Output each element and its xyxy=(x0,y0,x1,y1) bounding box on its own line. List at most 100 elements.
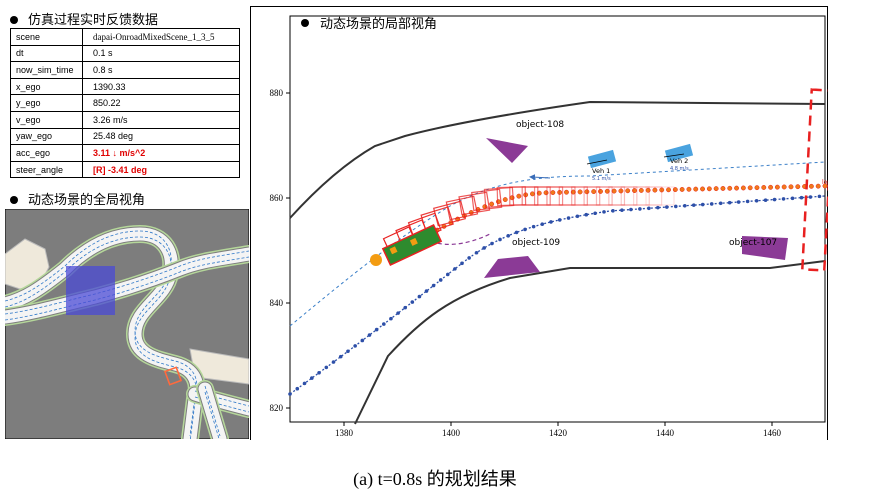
planned-dot xyxy=(713,186,719,192)
path-dot xyxy=(374,327,379,332)
planned-dot xyxy=(740,185,746,191)
global-view-title-text: 动态场景的全局视角 xyxy=(28,193,146,208)
object-107-shape[interactable] xyxy=(742,236,788,260)
path-dot xyxy=(360,338,365,343)
ego-marker xyxy=(163,366,183,386)
vehicle-1-heading xyxy=(586,159,608,165)
planned-dot xyxy=(795,184,801,190)
path-dot xyxy=(647,206,651,211)
path-dot xyxy=(665,205,669,209)
trajectory-box xyxy=(645,186,675,206)
ego-vehicle-marker xyxy=(409,237,418,246)
lane-line xyxy=(5,236,198,439)
row-key: scene xyxy=(10,28,83,46)
path-dot xyxy=(656,205,660,210)
path-dot xyxy=(324,365,329,370)
path-dot xyxy=(736,200,741,204)
plot-axes-frame xyxy=(289,15,826,423)
trajectory-box xyxy=(471,188,503,212)
row-key: acc_ego xyxy=(10,144,83,162)
row-value: 850.22 xyxy=(82,94,240,112)
path-dot xyxy=(575,214,580,219)
planned-dot xyxy=(761,185,767,190)
planned-dot xyxy=(543,190,549,196)
trajectory-box xyxy=(633,186,663,206)
planned-dot xyxy=(645,187,651,193)
table-row: steer_angle[R] -3.41 deg xyxy=(10,160,240,179)
path-dot xyxy=(498,237,502,242)
bullet-icon xyxy=(10,195,18,204)
path-dot xyxy=(389,316,393,321)
path-dot xyxy=(566,216,571,220)
planned-dot xyxy=(747,185,753,191)
planned-dot xyxy=(679,186,685,192)
trajectory-boxes xyxy=(382,186,675,256)
viewport-box[interactable] xyxy=(66,266,115,315)
path-dot xyxy=(410,300,415,304)
planned-dot xyxy=(781,184,787,190)
planned-dot xyxy=(720,186,726,191)
trajectory-box xyxy=(558,186,588,206)
feedback-panel-title: 仿真过程实时反馈数据 xyxy=(10,9,158,28)
trajectory-box xyxy=(445,195,479,221)
row-key: steer_angle xyxy=(10,160,83,179)
path-dot xyxy=(754,198,759,203)
local-view-title: 动态场景的局部视角 xyxy=(320,16,437,32)
road-segment xyxy=(5,247,249,324)
planned-dot xyxy=(774,184,780,190)
object-109-shape[interactable] xyxy=(484,256,540,278)
planned-dot xyxy=(557,189,563,195)
trajectory-box xyxy=(533,186,564,206)
trajectory-box xyxy=(595,186,626,206)
planned-dot xyxy=(625,188,631,194)
path-dot xyxy=(700,202,705,207)
y-tick-label: 840 xyxy=(270,298,284,308)
row-value: 3.26 m/s xyxy=(82,110,240,129)
x-tick-label: 1420 xyxy=(549,428,568,438)
object-108-shape[interactable] xyxy=(486,138,528,163)
path-dot xyxy=(593,211,597,216)
planned-dot xyxy=(672,187,678,193)
path-dot xyxy=(317,370,321,375)
global-map[interactable] xyxy=(5,209,249,439)
path-dot xyxy=(367,333,372,337)
planned-dot xyxy=(489,201,495,207)
planned-dot xyxy=(815,183,821,189)
trajectory-box xyxy=(571,186,601,206)
planned-dot xyxy=(754,185,760,191)
ego-vehicle-marker xyxy=(389,246,398,255)
planned-dot xyxy=(550,190,556,196)
path-dot xyxy=(467,256,471,260)
ego-vehicle[interactable] xyxy=(381,224,443,266)
row-value: 0.8 s xyxy=(82,61,240,79)
planned-dot xyxy=(577,189,583,195)
object-108-label: object-108 xyxy=(516,120,564,130)
vehicle-2[interactable] xyxy=(664,143,694,163)
reference-arrow xyxy=(529,174,551,181)
lane-line xyxy=(194,396,249,413)
planned-dot xyxy=(502,197,508,203)
path-dot xyxy=(523,227,527,232)
vehicle-1[interactable] xyxy=(587,149,617,169)
path-dot xyxy=(460,261,464,266)
vehicle-2-label: Veh 2 xyxy=(670,157,688,165)
trajectory-box xyxy=(608,186,638,206)
path-dot xyxy=(506,233,511,238)
path-dot xyxy=(396,311,400,315)
ego-reference-path xyxy=(289,195,826,395)
figure-caption: (a) t=0.8s 的规划结果 xyxy=(353,469,517,489)
lane-line xyxy=(5,256,249,321)
planned-dot xyxy=(788,184,794,190)
path-dot xyxy=(781,197,786,201)
vehicle-1-body xyxy=(587,149,617,169)
path-dot xyxy=(431,283,436,288)
path-dot xyxy=(718,201,723,206)
x-tick-label: 1460 xyxy=(763,428,782,438)
